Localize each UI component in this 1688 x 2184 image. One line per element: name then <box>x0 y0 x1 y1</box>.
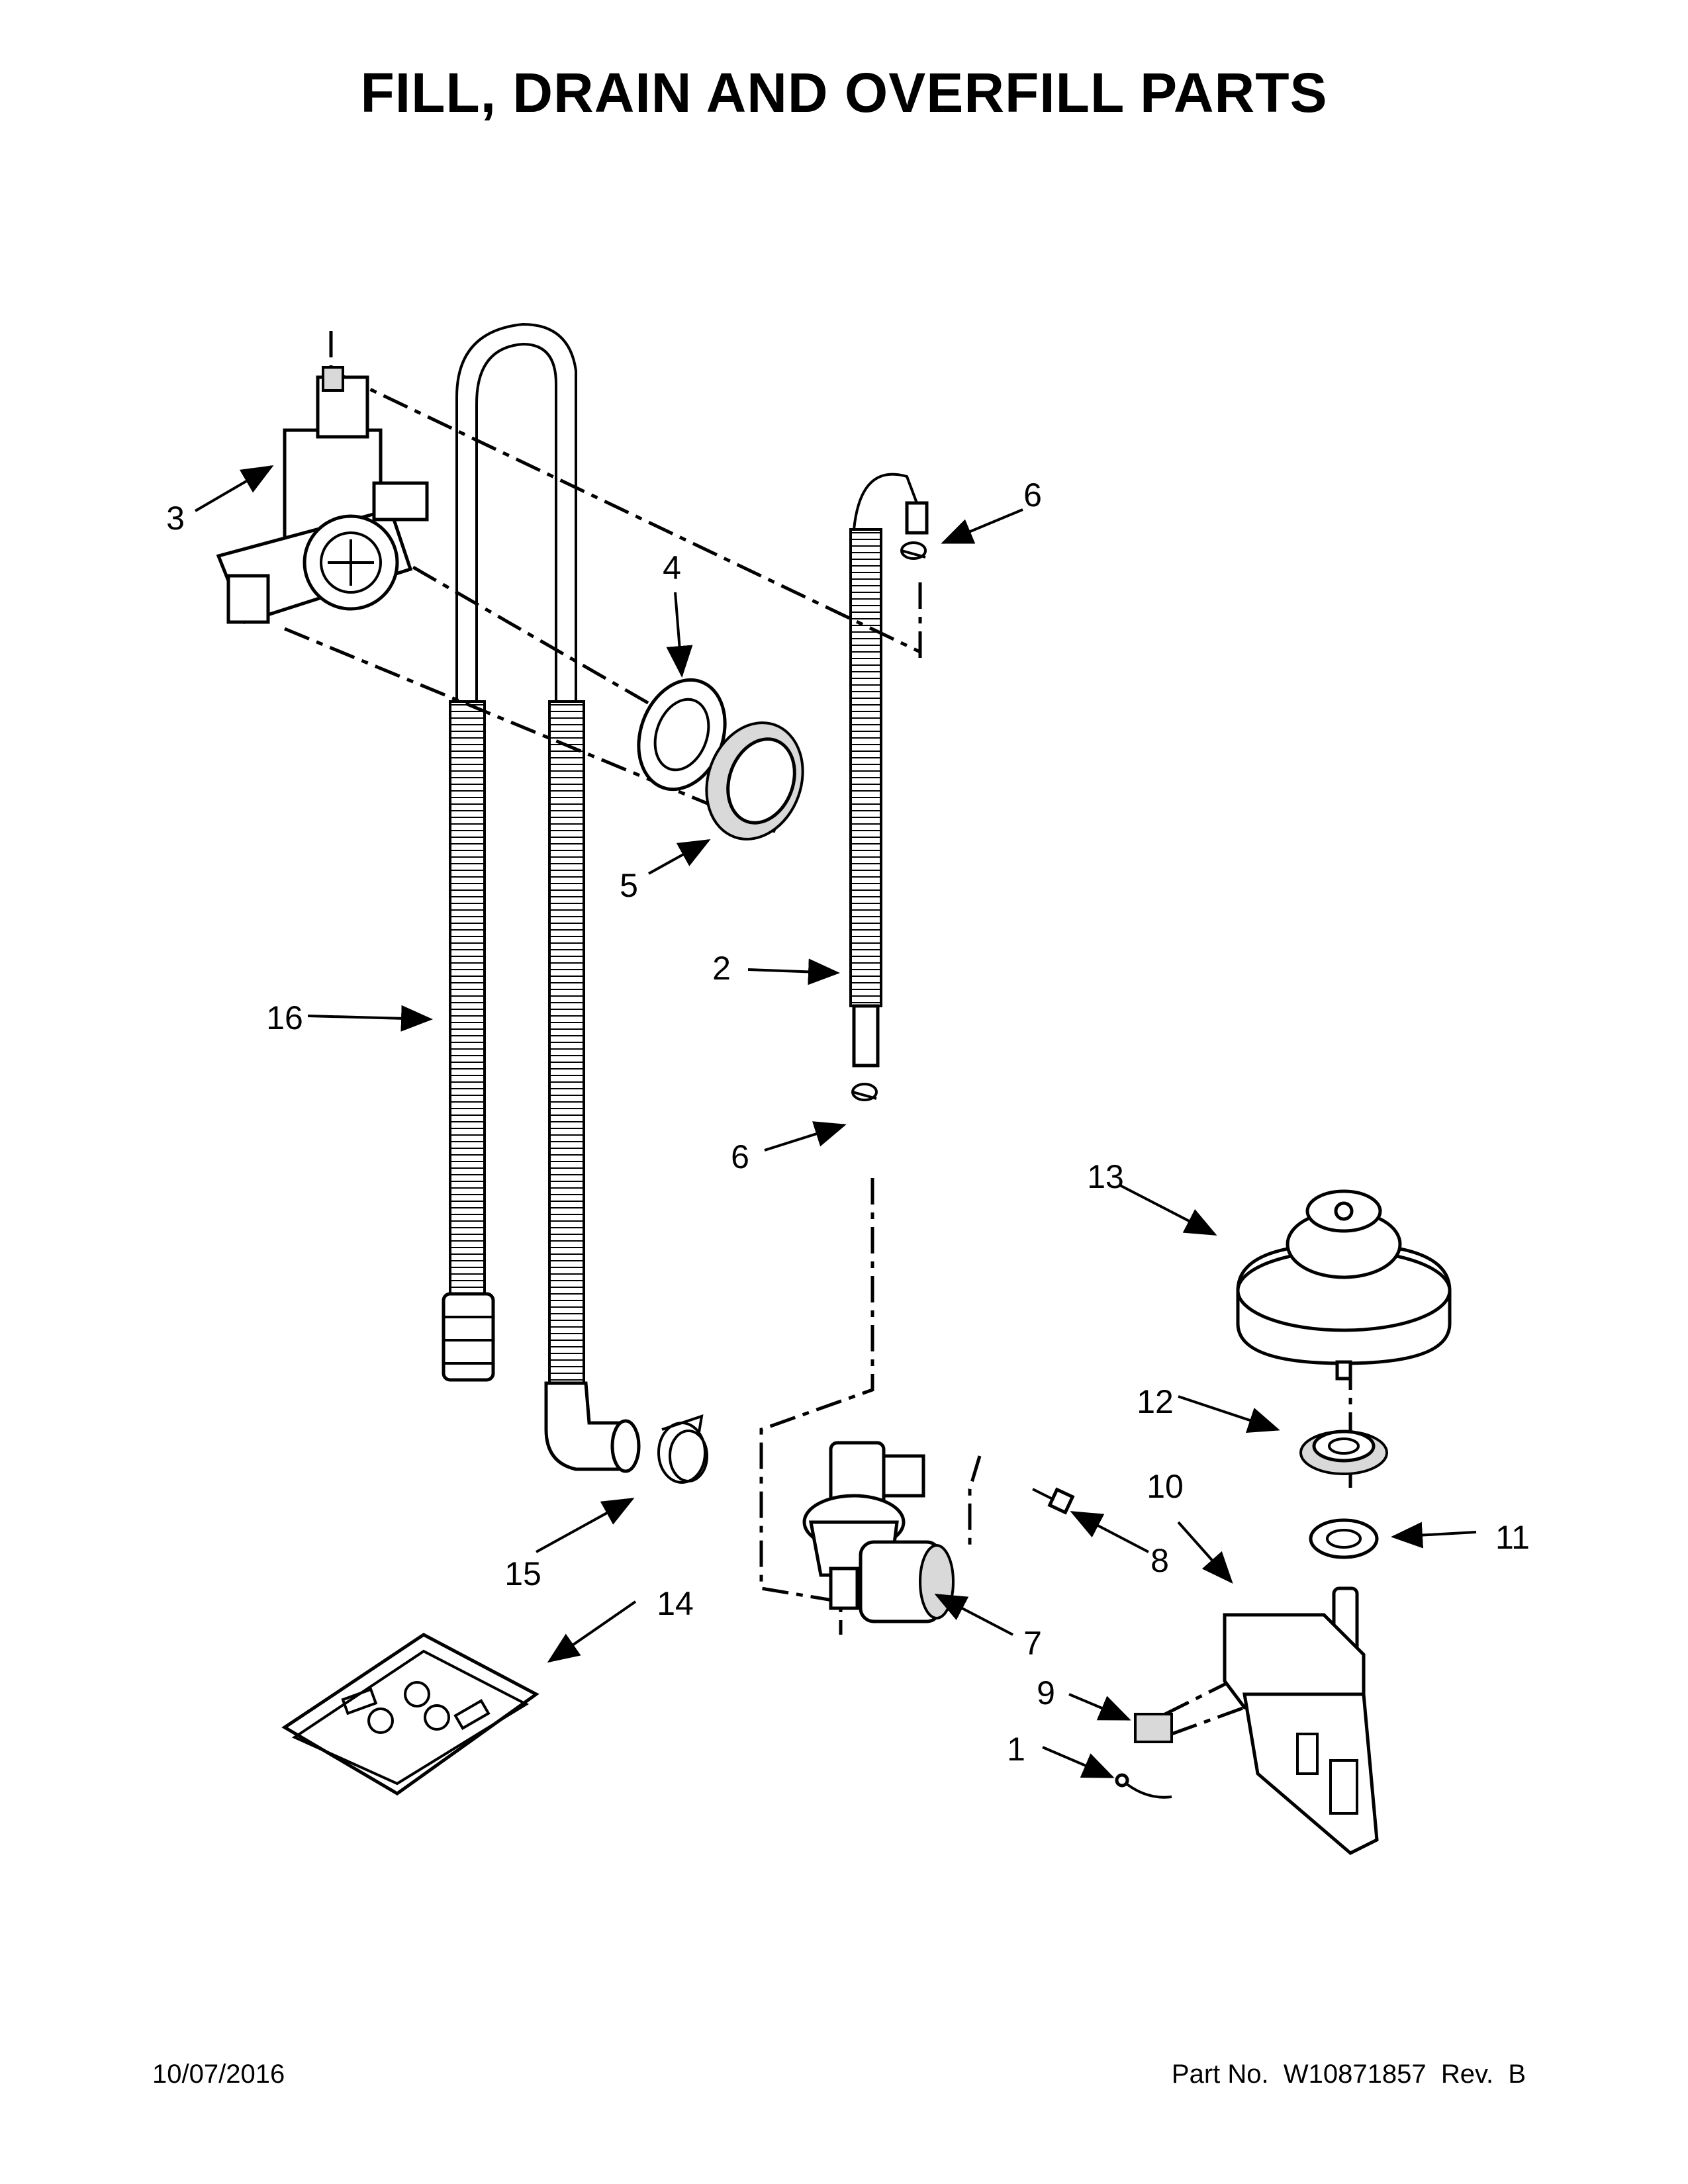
hose-clamp-part-15 <box>657 1414 708 1484</box>
hose-clamp-part-6-top <box>900 541 927 560</box>
callout-13: 13 <box>1087 1158 1124 1195</box>
washer-part-11 <box>1309 1518 1379 1559</box>
callout-14: 14 <box>657 1585 694 1622</box>
hose-clamp-part-6-bottom <box>851 1083 878 1101</box>
leader-arrows <box>194 465 1477 1778</box>
switch-part-9 <box>1134 1713 1173 1743</box>
callout-5: 5 <box>620 867 638 904</box>
footer-part-number: Part No. W10871857 Rev. B <box>1171 2060 1526 2089</box>
page-title: FILL, DRAIN AND OVERFILL PARTS <box>360 62 1328 124</box>
callout-11: 11 <box>1495 1519 1530 1556</box>
nut-part-5 <box>705 721 804 841</box>
wire-harness-part-1 <box>1115 1773 1172 1799</box>
hardware-bag-part-14 <box>281 1633 539 1796</box>
callout-15: 15 <box>504 1555 541 1592</box>
callout-3: 3 <box>166 500 185 537</box>
callout-labels: 1 2 3 4 5 6 6 7 8 9 10 11 12 13 14 15 16 <box>166 477 1530 1768</box>
drain-bracket-part-3 <box>216 366 429 625</box>
callout-6-bottom: 6 <box>731 1138 749 1175</box>
callout-2: 2 <box>712 950 731 987</box>
footer-date: 10/07/2016 <box>152 2060 285 2089</box>
callout-1: 1 <box>1007 1731 1025 1768</box>
nut-part-12 <box>1299 1430 1388 1475</box>
callout-10: 10 <box>1147 1468 1184 1505</box>
callout-8: 8 <box>1150 1542 1169 1579</box>
callout-6-top: 6 <box>1023 477 1042 514</box>
float-bracket-part-10 <box>1223 1586 1379 1855</box>
water-valve-part-7 <box>802 1441 955 1623</box>
screw-part-8 <box>1032 1487 1075 1515</box>
fill-hose-part-2 <box>849 473 929 1068</box>
drain-hose-part-16 <box>442 322 641 1473</box>
float-part-13 <box>1236 1189 1452 1381</box>
callout-4: 4 <box>663 549 681 586</box>
callout-7: 7 <box>1023 1625 1042 1662</box>
callout-12: 12 <box>1137 1383 1174 1420</box>
callout-9: 9 <box>1037 1674 1055 1711</box>
callout-16: 16 <box>266 999 303 1036</box>
